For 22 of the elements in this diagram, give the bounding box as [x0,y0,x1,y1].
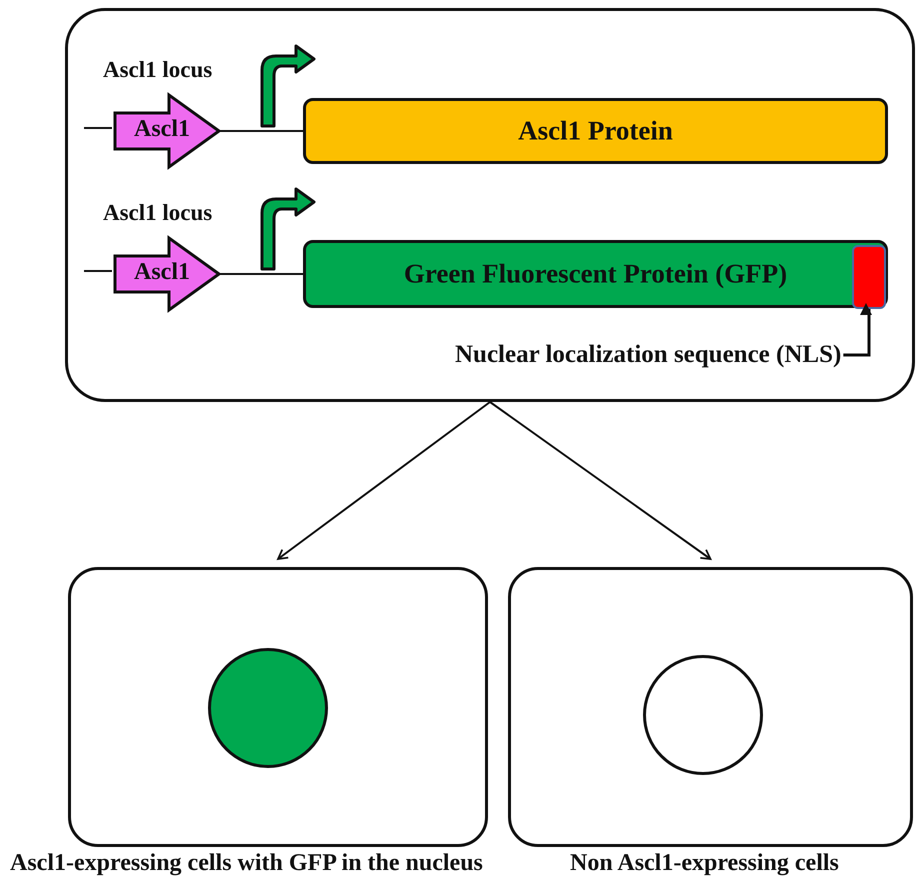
dna-line [219,130,303,132]
gene-label: Ascl1 [133,259,191,286]
dna-line [219,273,303,275]
protein-label: Ascl1 Protein [517,116,674,146]
protein-bar [303,98,888,164]
leader-line [843,303,872,356]
protein-bar [303,240,888,308]
gene-label: Ascl1 [133,116,191,143]
cell-caption: Non Ascl1-expressing cells [570,850,839,877]
construct-panel [65,8,915,402]
protein-label: Green Fluorescent Protein (GFP) [402,258,788,290]
note-text: Nuclear localization sequence (NLS) [455,341,842,368]
locus-label: Ascl1 locus [103,57,212,83]
arrow [489,401,712,560]
cell-box [68,567,488,847]
gene-arrow [113,93,221,169]
arrow [277,401,491,560]
cell-box [508,567,913,847]
nls-segment [852,245,886,309]
gene-arrow [113,236,221,312]
locus-label: Ascl1 locus [103,200,212,226]
cell-caption: Ascl1-expressing cells with GFP in the nucleus [10,850,483,877]
